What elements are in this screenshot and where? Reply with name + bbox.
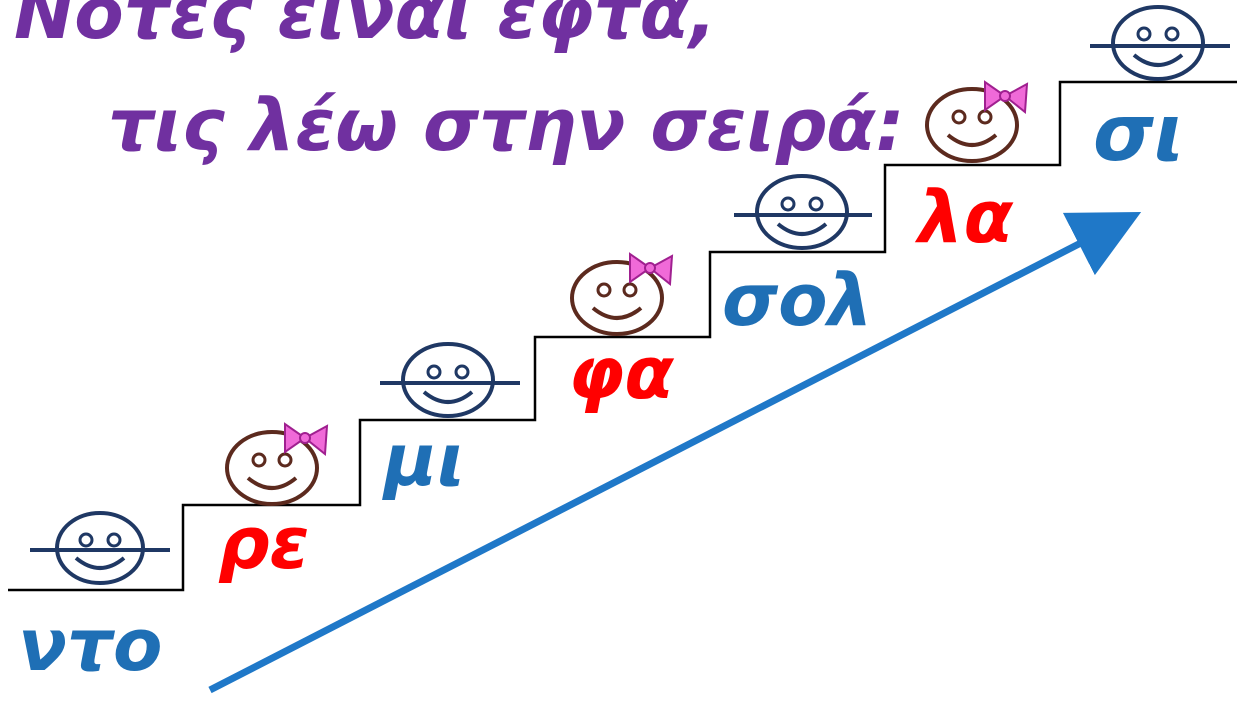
staircase (8, 80, 1237, 592)
girl-face-with-bow-icon (570, 252, 674, 336)
note-label-3: μι (382, 418, 465, 502)
note-label-2: ρε (218, 501, 310, 585)
note-step-2: ρε (218, 422, 329, 585)
girl-face-with-bow-icon (925, 80, 1029, 163)
note-step-4: φα (568, 252, 674, 415)
note-step-6: λα (914, 80, 1029, 259)
note-label-7: σι (1093, 89, 1184, 179)
note-label-6: λα (914, 175, 1014, 259)
title-line-1: Νότες είναι εφτά, (14, 0, 716, 55)
smiley-face-icon (734, 174, 872, 250)
note-label-5: σολ (722, 258, 873, 342)
upward-arrow-icon (208, 212, 1142, 694)
smiley-face-icon (380, 342, 520, 418)
smiley-face-icon (30, 511, 170, 585)
note-step-7: σι (1090, 5, 1230, 179)
note-step-5: σολ (722, 174, 873, 342)
smiley-face-icon (1090, 5, 1230, 81)
note-step-1: ντο (18, 511, 170, 687)
note-label-4: φα (568, 331, 674, 415)
note-label-1: ντο (18, 603, 162, 687)
title-line-2: τις λέω στην σειρά: (108, 83, 904, 167)
note-step-3: μι (380, 342, 520, 502)
girl-face-with-bow-icon (225, 422, 329, 506)
